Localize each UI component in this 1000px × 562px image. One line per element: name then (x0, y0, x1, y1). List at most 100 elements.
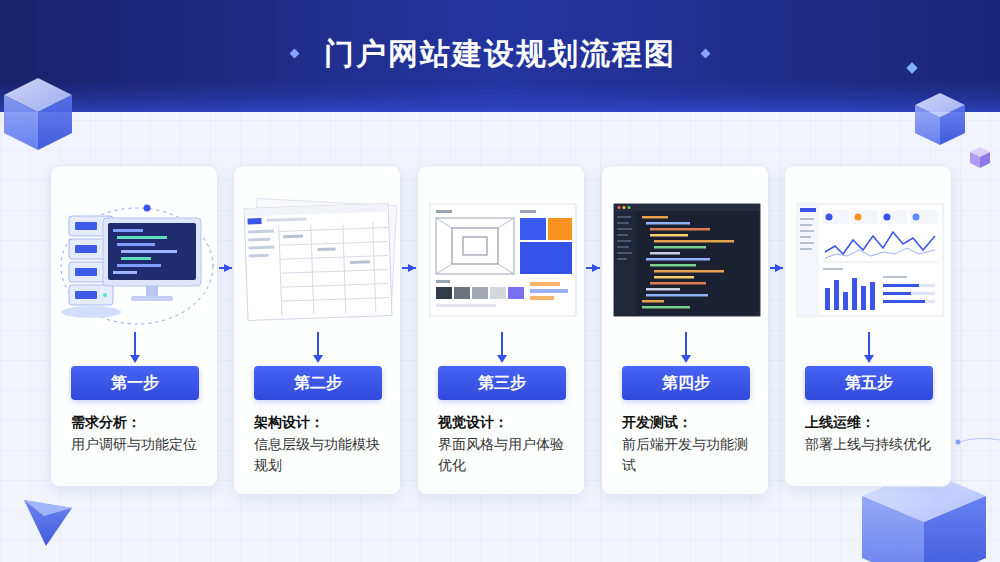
step-card: 第四步开发测试：前后端开发与功能测试 (601, 165, 769, 495)
wireframe-illustration (234, 166, 402, 366)
card-text-group: 需求分析：用户调研与功能定位 (71, 412, 205, 455)
server-illustration-part (117, 264, 161, 267)
dashboard-illustration-part (823, 210, 849, 224)
background-part (970, 152, 980, 168)
background-part (0, 80, 1000, 112)
style-guide-illustration-part (463, 237, 487, 255)
server-illustration-part (69, 285, 113, 305)
step-description: 界面风格与用户体验优化 (438, 434, 572, 477)
dashboard-illustration-part (883, 292, 935, 295)
background-part (0, 0, 1000, 112)
code-editor-illustration-part (617, 252, 632, 254)
style-guide-illustration-part (530, 289, 568, 293)
step-label: 第五步 (845, 373, 893, 394)
card-text-group: 视觉设计：界面风格与用户体验优化 (438, 412, 572, 477)
dashboard-illustration-part (800, 236, 811, 238)
dashboard-illustration-part (800, 242, 814, 244)
code-editor-illustration-part (654, 246, 706, 249)
dashboard-illustration-part (800, 230, 814, 232)
step-label: 第二步 (294, 373, 342, 394)
background-part (4, 78, 72, 150)
code-editor-illustration (602, 166, 770, 366)
dashboard-illustration-part (861, 286, 866, 310)
dashboard-illustration-part (870, 282, 875, 310)
server-illustration-part (144, 205, 151, 212)
background-part (915, 105, 940, 145)
style-guide-illustration-part (520, 218, 546, 240)
wireframe-illustration-part (281, 298, 389, 302)
step-badge: 第四步 (622, 366, 750, 400)
code-editor-illustration-part (614, 211, 636, 316)
step-badge: 第五步 (805, 366, 933, 400)
background-part (185, 53, 290, 55)
background-part (4, 95, 38, 150)
flow-arrow (770, 267, 783, 269)
code-editor-illustration-part (617, 258, 627, 260)
wireframe-illustration-part (244, 204, 392, 321)
step-card: 第一步需求分析：用户调研与功能定位 (50, 165, 218, 487)
style-guide-illustration-part (436, 218, 514, 274)
server-illustration-part (61, 306, 121, 318)
server-illustration-part (75, 268, 97, 276)
step-card: 第二步架构设计：信息层级与功能模块规划 (233, 165, 401, 495)
step-description: 前后端开发与功能测试 (622, 434, 756, 477)
style-guide-illustration-part (472, 287, 488, 299)
dashboard-illustration-part (825, 232, 935, 254)
background-part (956, 440, 961, 445)
code-editor-illustration-part (617, 222, 629, 224)
dashboard-illustration-part (825, 288, 830, 310)
code-editor-illustration-part (642, 216, 668, 219)
server-illustration-part (103, 218, 201, 286)
dashboard-illustration (785, 166, 953, 366)
style-guide-illustration-part (498, 218, 514, 228)
step-heading: 架构设计： (254, 412, 388, 434)
style-guide-illustration-part (436, 264, 452, 274)
background-part (970, 147, 990, 168)
style-guide-illustration-part (520, 210, 536, 213)
code-editor-illustration-part (650, 252, 680, 255)
wireframe-illustration-part (248, 246, 274, 250)
code-editor-illustration-part (654, 276, 694, 279)
code-editor-illustration-part (650, 282, 706, 285)
dashboard-illustration-part (825, 248, 935, 258)
card-text-group: 上线运维：部署上线与持续优化 (805, 412, 939, 455)
style-guide-illustration-part (498, 264, 514, 274)
step-badge: 第三步 (438, 366, 566, 400)
background-part (980, 152, 990, 168)
wireframe-illustration-part (249, 254, 269, 258)
server-illustration-part (121, 250, 177, 253)
code-editor-illustration-part (681, 355, 691, 363)
code-editor-illustration-part (650, 234, 688, 237)
background-part (290, 49, 300, 59)
style-guide-illustration-part (508, 287, 524, 299)
server-illustration-part (113, 229, 143, 232)
wireframe-illustration-part (313, 355, 323, 363)
background-part (958, 438, 1000, 442)
step-badge: 第一步 (71, 366, 199, 400)
wireframe-illustration-part (266, 217, 306, 221)
step-description: 用户调研与功能定位 (71, 434, 205, 456)
code-editor-illustration-part (642, 300, 664, 303)
dashboard-illustration-part (852, 210, 878, 224)
code-editor-illustration-part (646, 288, 680, 291)
style-guide-illustration-part (436, 287, 452, 299)
step-label: 第四步 (662, 373, 710, 394)
wireframe-illustration-part (279, 242, 387, 246)
dashboard-illustration-part (843, 292, 848, 310)
code-editor-illustration-part (650, 264, 696, 267)
server-illustration-part (113, 271, 137, 274)
background-part (712, 53, 815, 55)
server-illustration-part (146, 286, 158, 296)
style-guide-illustration (418, 166, 586, 366)
style-guide-illustration-part (530, 282, 560, 286)
step-description: 部署上线与持续优化 (805, 434, 939, 456)
code-editor-illustration-part (646, 294, 708, 297)
flow-arrow (402, 267, 416, 269)
style-guide-illustration-part (501, 332, 503, 356)
step-label: 第三步 (478, 373, 526, 394)
dashboard-illustration-part (800, 224, 812, 226)
code-editor-illustration-part (617, 240, 631, 242)
code-editor-illustration-part (628, 206, 631, 209)
